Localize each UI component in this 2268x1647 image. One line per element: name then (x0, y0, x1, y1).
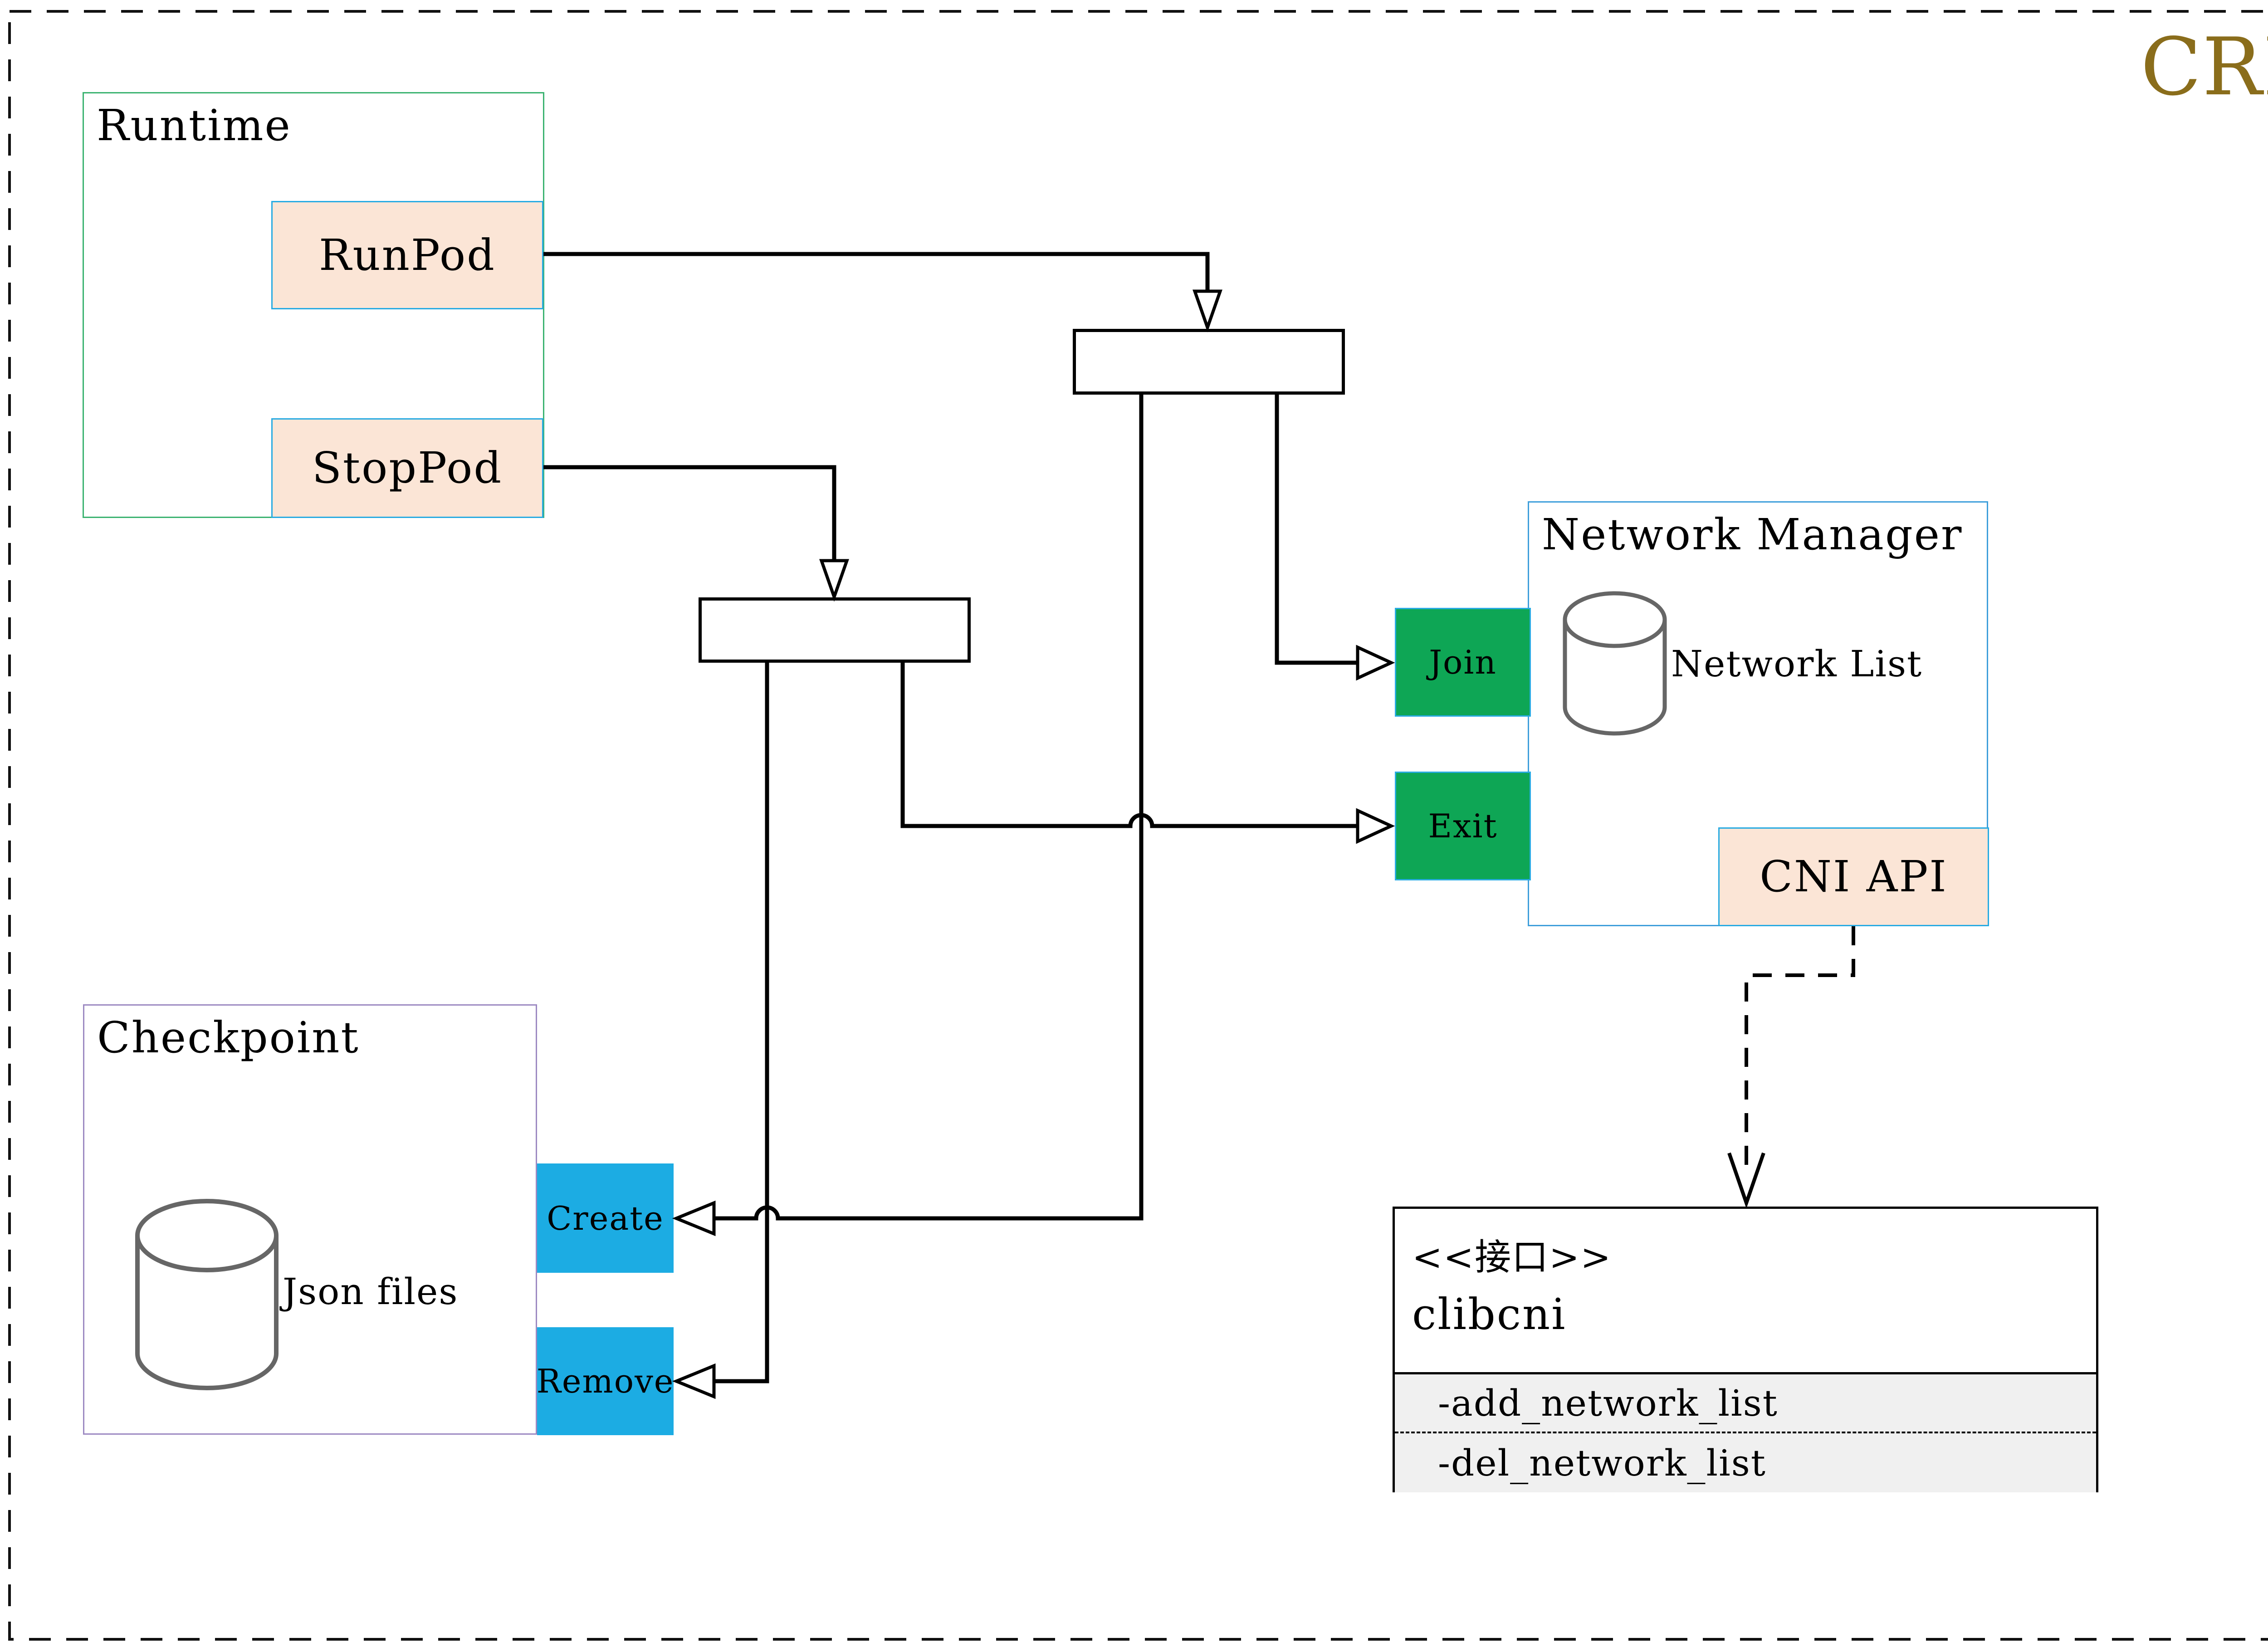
json-files-label: Json files (283, 1270, 459, 1313)
network-list-label: Network List (1671, 642, 1923, 685)
checkpoint-label: Checkpoint (97, 1013, 360, 1063)
method-add-network-list: -add_network_list (1395, 1374, 2096, 1433)
clibcni-header: <<接口>> clibcni (1395, 1209, 2096, 1374)
network-manager-label: Network Manager (1542, 510, 1963, 560)
cni-api-button[interactable]: CNI API (1718, 827, 1989, 926)
exit-button[interactable]: Exit (1395, 772, 1531, 880)
stoppod-button[interactable]: StopPod (271, 418, 543, 518)
flow-rect-runpod (1073, 329, 1345, 395)
join-button[interactable]: Join (1395, 608, 1531, 717)
interface-stereotype: <<接口>> (1412, 1236, 1612, 1278)
method-del-network-list: -del_network_list (1438, 1442, 1766, 1484)
create-button[interactable]: Create (537, 1163, 674, 1273)
interface-name: clibcni (1412, 1290, 1567, 1339)
flow-rect-stoppod (699, 597, 971, 663)
clibcni-methods-section: -add_network_list -del_network_list (1395, 1374, 2096, 1492)
clibcni-interface-box: <<接口>> clibcni -add_network_list -del_ne… (1393, 1207, 2098, 1492)
remove-button[interactable]: Remove (537, 1327, 674, 1435)
checkpoint-box: Checkpoint (83, 1004, 537, 1435)
runpod-button[interactable]: RunPod (271, 201, 543, 309)
runtime-label: Runtime (97, 101, 292, 151)
page-title: CRI (2141, 21, 2268, 113)
